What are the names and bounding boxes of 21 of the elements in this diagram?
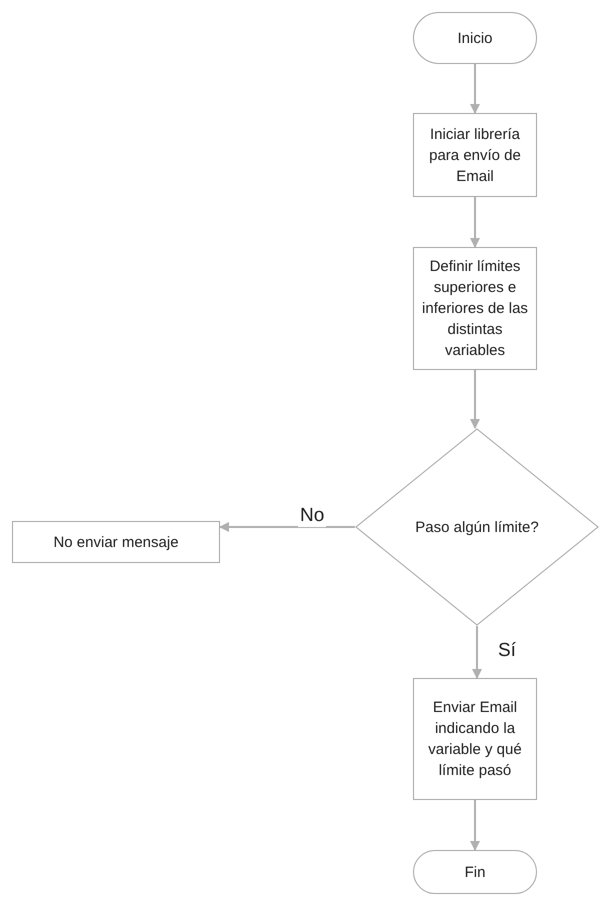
arrow [470, 64, 480, 114]
terminator [413, 12, 537, 64]
node-text: Inicio [457, 28, 493, 48]
arrow [219, 522, 355, 532]
process-box [413, 113, 537, 197]
process-box [413, 247, 537, 370]
arrow [470, 800, 480, 851]
node-text: Definir límites superiores e inferiores de las distintas variables [421, 257, 529, 361]
arrow [470, 197, 480, 248]
node-text: Fin [464, 862, 486, 882]
node-text: No enviar mensaje [53, 532, 179, 552]
decision-diamond [355, 428, 599, 626]
node-text: Iniciar librería para envío de Email [428, 124, 522, 186]
arrow [470, 370, 480, 429]
process-box [413, 678, 537, 800]
node-text: Paso algún límite? [415, 518, 539, 538]
edge-label: No [298, 505, 326, 527]
process-box [12, 521, 220, 563]
terminator [413, 850, 537, 894]
node-text: Enviar Email indicando la variable y qué límite pasó [427, 698, 523, 781]
arrow [472, 626, 482, 679]
